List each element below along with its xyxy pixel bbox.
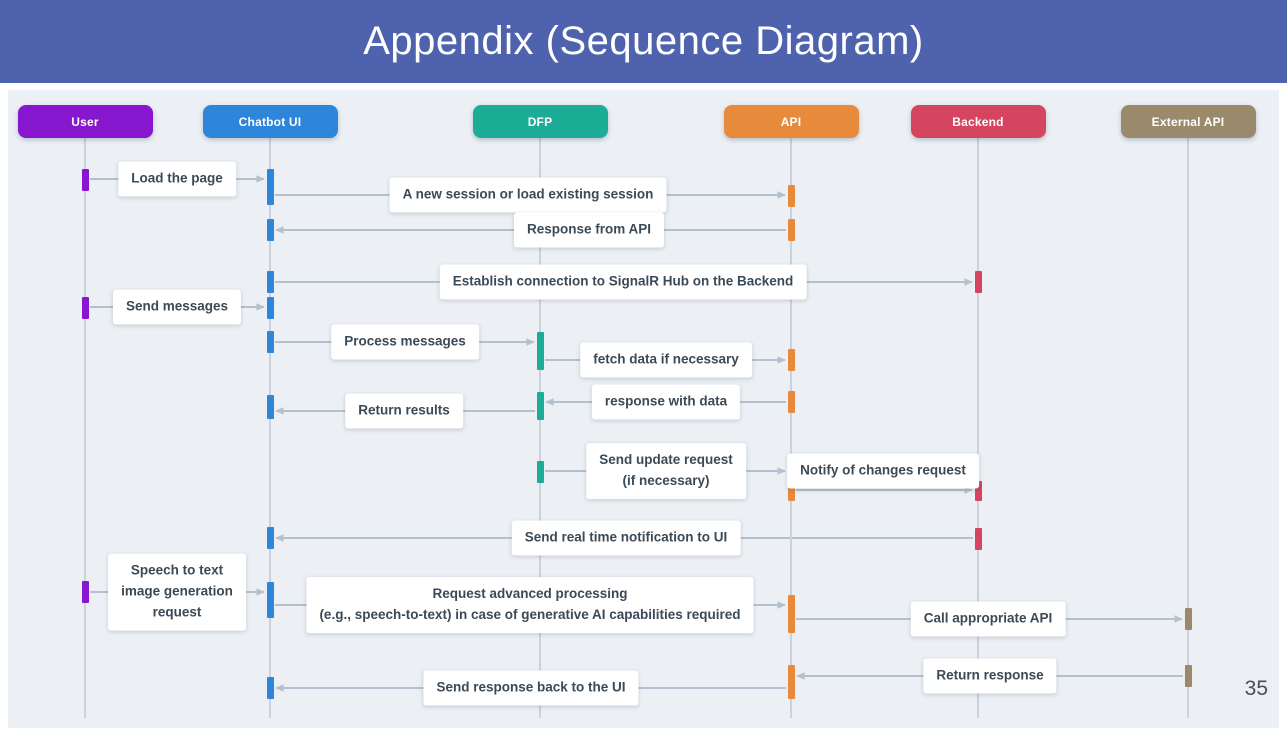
activation-bar-chatbot-ui (266, 169, 274, 205)
message-label-line: (e.g., speech-to-text) in case of genera… (319, 607, 741, 622)
message-label-12: Send real time notification to UI (511, 520, 741, 556)
message-label-9: Return results (345, 393, 463, 429)
activation-bar-chatbot-ui (266, 271, 274, 293)
activation-bar-external-api (1184, 608, 1192, 630)
message-label-line: request (152, 604, 202, 620)
activation-bar-chatbot-ui (266, 582, 274, 618)
message-label-line: Send response back to the UI (436, 679, 626, 695)
message-label-line: fetch data if necessary (593, 351, 739, 367)
activation-bar-api (787, 595, 795, 633)
activation-bar-external-api (1184, 665, 1192, 687)
message-label-6: Process messages (331, 324, 479, 360)
activation-bar-dfp (536, 392, 544, 420)
message-label-line: Send real time notification to UI (524, 529, 728, 545)
message-label-line: Request advanced processing (432, 586, 628, 602)
message-label-14: Request advanced processing (e.g., speech… (306, 577, 754, 633)
activation-bar-chatbot-ui (266, 527, 274, 549)
activation-bar-api (787, 665, 795, 699)
activation-bar-api (787, 391, 795, 413)
message-label-line: A new session or load existing session (402, 186, 654, 202)
message-label-17: Send response back to the UI (423, 670, 639, 706)
message-label-15: Call appropriate API (910, 601, 1066, 637)
message-label-16: Return response (923, 658, 1057, 694)
actor-label: API (780, 114, 802, 129)
message-label-3: Response from API (513, 212, 665, 248)
actor-label: User (71, 114, 99, 129)
lifeline-dfp (539, 138, 541, 718)
message-label-line: (if necessary) (622, 473, 710, 488)
activation-bar-chatbot-ui (266, 219, 274, 241)
activation-bar-dfp (536, 332, 544, 370)
message-label-line: image generation (121, 583, 233, 599)
activation-bar-chatbot-ui (266, 395, 274, 419)
actor-label: Backend (952, 114, 1004, 129)
message-label-1: Load the page (118, 161, 236, 197)
slide-title: Appendix (Sequence Diagram) (363, 19, 924, 63)
message-label-line: response with data (604, 393, 728, 409)
activation-bar-api (787, 185, 795, 207)
actor-box-dfp: DFP (472, 105, 608, 138)
message-label-line: Return response (936, 667, 1044, 683)
activation-bar-chatbot-ui (266, 677, 274, 699)
activation-bar-api (787, 219, 795, 241)
message-label-2: A new session or load existing session (389, 177, 667, 213)
actor-label: Chatbot UI (238, 114, 302, 129)
message-label-line: Send messages (125, 298, 229, 314)
actor-label: External API (1151, 114, 1225, 129)
message-label-8: response with data (591, 384, 741, 420)
activation-bar-user (81, 297, 89, 319)
lifeline-external-api (1187, 138, 1189, 718)
message-label-7: fetch data if necessary (580, 342, 752, 378)
lifeline-api (790, 138, 792, 718)
actor-box-external-api: External API (1120, 105, 1256, 138)
activation-bar-user (81, 169, 89, 191)
actor-box-api: API (723, 105, 859, 138)
message-label-4: Establish connection to SignalR Hub on t… (439, 264, 807, 300)
activation-bar-chatbot-ui (266, 331, 274, 353)
actor-box-chatbot-ui: Chatbot UI (202, 105, 338, 138)
lifeline-chatbot-ui (269, 138, 271, 718)
actor-box-backend: Backend (910, 105, 1046, 138)
activation-bar-user (81, 581, 89, 603)
page-number: 35 (1244, 677, 1268, 700)
message-label-line: Speech to text (130, 562, 224, 578)
message-label-13: Speech to text image generation request (108, 553, 246, 631)
activation-bar-chatbot-ui (266, 297, 274, 319)
message-label-5: Send messages (112, 289, 242, 325)
actor-box-user: User (17, 105, 153, 138)
slide-header: Appendix (Sequence Diagram) (0, 0, 1287, 83)
activation-bar-backend (974, 481, 982, 501)
activation-bar-backend (974, 528, 982, 550)
message-label-line: Process messages (344, 333, 466, 349)
message-label-line: Send update request (599, 452, 733, 468)
message-label-line: Response from API (526, 221, 652, 237)
activation-bar-dfp (536, 461, 544, 483)
message-label-line: Load the page (131, 170, 223, 186)
message-label-line: Notify of changes request (800, 462, 966, 478)
message-label-line: Establish connection to SignalR Hub on t… (452, 273, 794, 289)
activation-bar-backend (974, 271, 982, 293)
message-label-10: Send update request (if necessary) (586, 443, 746, 499)
activation-bar-api (787, 349, 795, 371)
message-label-line: Call appropriate API (923, 610, 1053, 626)
message-label-11: Notify of changes request (787, 453, 979, 489)
message-label-line: Return results (358, 402, 450, 418)
lifeline-user (84, 138, 86, 718)
actor-label: DFP (527, 114, 553, 129)
lifeline-backend (977, 138, 979, 718)
